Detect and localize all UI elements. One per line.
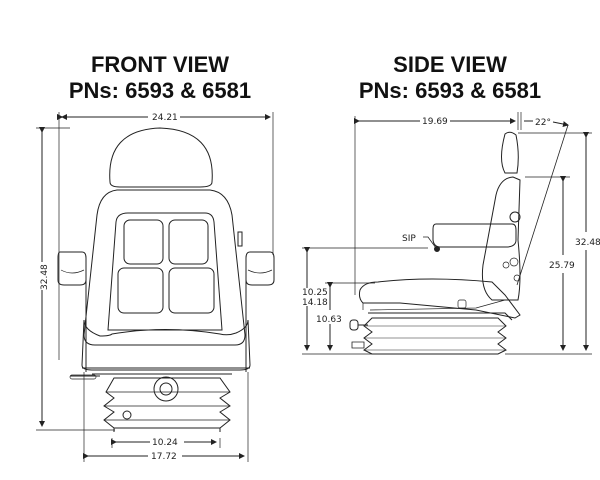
- front-view-part-numbers: PNs: 6593 & 6581: [68, 78, 252, 103]
- side-height-dim: 32.48: [575, 238, 600, 248]
- front-height-dim: 32.48: [40, 264, 50, 290]
- side-view-part-numbers: PNs: 6593 & 6581: [358, 78, 542, 103]
- front-view-title: FRONT VIEW PNs: 6593 & 6581: [40, 52, 280, 104]
- side-seat-height-dim: 10.63: [316, 315, 342, 325]
- sip-label: SIP: [402, 234, 416, 244]
- side-backrest-height-dim: 25.79: [549, 261, 575, 271]
- side-sip-height-max-dim: 14.18: [302, 298, 328, 308]
- front-width-dim: 24.21: [152, 113, 178, 123]
- side-view-heading: SIDE VIEW: [393, 52, 507, 77]
- front-base-width-dim: 10.24: [152, 438, 178, 448]
- front-view-drawing: 24.21 32.48: [36, 112, 275, 462]
- side-view-drawing: 19.69 22° 32.48 25.79 SIP: [302, 112, 600, 355]
- front-view-heading: FRONT VIEW: [90, 52, 230, 77]
- side-angle-dim: 22°: [535, 118, 551, 128]
- side-sip-height-min-dim: 10.25: [302, 288, 328, 298]
- side-view-title: SIDE VIEW PNs: 6593 & 6581: [330, 52, 570, 104]
- front-seat-width-dim: 17.72: [151, 452, 177, 462]
- side-depth-dim: 19.69: [422, 117, 448, 127]
